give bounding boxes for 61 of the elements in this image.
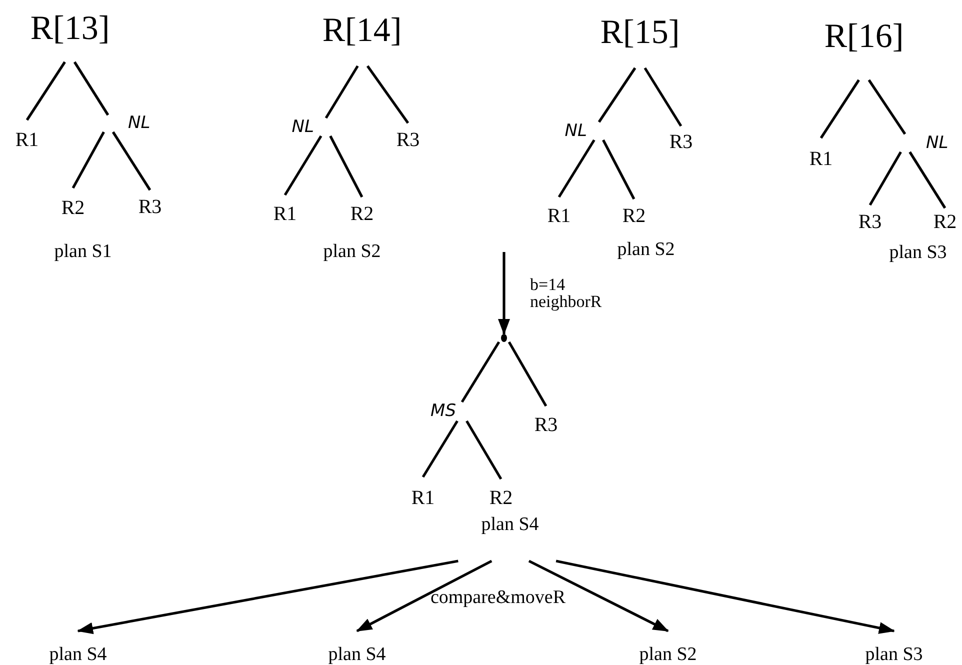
leaf-label: R2 <box>933 208 957 232</box>
tree-label: plan S4 <box>481 515 539 561</box>
join-label: NL <box>292 118 332 136</box>
tree-branch <box>73 61 110 116</box>
tree-branch <box>112 131 152 191</box>
tree-branch <box>598 67 636 123</box>
leaf-label: plan S4 <box>328 631 386 664</box>
tree-branch <box>72 131 105 189</box>
arrow <box>528 560 669 632</box>
tree-branch <box>602 139 636 200</box>
leaf-label: R1 <box>15 120 39 150</box>
tree-branch <box>868 79 906 135</box>
plan-caption: plan S3 <box>889 243 947 262</box>
edge-label: b=14 neighborR <box>530 276 602 310</box>
root-point <box>501 334 507 342</box>
tree-label: R[13] <box>30 12 110 62</box>
leaf-label: R2 <box>350 197 374 224</box>
leaf-label: R3 <box>534 406 558 435</box>
tree-branch <box>422 420 458 478</box>
arrow <box>356 560 492 632</box>
leaf-label: R3 <box>858 205 882 232</box>
tree-label: R[15] <box>600 16 680 68</box>
tree-branch <box>366 65 410 124</box>
leaf-label: R1 <box>809 138 833 169</box>
tree-branch <box>820 79 860 139</box>
leaf-label: R1 <box>547 197 571 226</box>
note-label: compare&moveR <box>430 588 566 607</box>
join-label: NL <box>564 122 605 140</box>
join-label: NL <box>102 115 150 132</box>
leaf-label: R1 <box>411 477 435 508</box>
leaf-label: R1 <box>273 195 297 224</box>
arrow <box>498 252 510 335</box>
plan-caption: plan S2 <box>323 242 381 261</box>
leaf-label: R2 <box>489 479 513 508</box>
tree-branch <box>460 341 500 403</box>
tree-branch <box>868 151 902 206</box>
join-label: MS <box>430 402 468 421</box>
leaf-label: R3 <box>669 126 693 152</box>
plan-caption: plan S1 <box>54 242 112 261</box>
tree-branch <box>324 65 359 119</box>
leaf-label: R3 <box>396 123 420 150</box>
tree-branch <box>644 67 682 127</box>
leaf-label: plan S4 <box>49 631 107 664</box>
leaf-label: R2 <box>622 199 646 226</box>
tree-label: R[14] <box>322 14 402 66</box>
tree-branch <box>908 151 946 209</box>
tree-branch <box>558 139 596 198</box>
tree-branch <box>284 135 322 196</box>
leaf-label: plan S2 <box>639 631 697 664</box>
leaf-label: plan S3 <box>865 631 923 664</box>
tree-branch <box>508 341 548 407</box>
tree-branch <box>466 420 502 480</box>
arrow <box>556 560 895 634</box>
tree-branch <box>329 135 364 198</box>
plan-caption: plan S2 <box>617 240 675 259</box>
arrow <box>77 560 458 634</box>
leaf-label: R3 <box>138 190 162 217</box>
leaf-label: R2 <box>61 188 85 218</box>
tree-branch <box>26 61 66 121</box>
join-label: NL <box>899 134 948 152</box>
tree-label: R[16] <box>824 20 904 80</box>
